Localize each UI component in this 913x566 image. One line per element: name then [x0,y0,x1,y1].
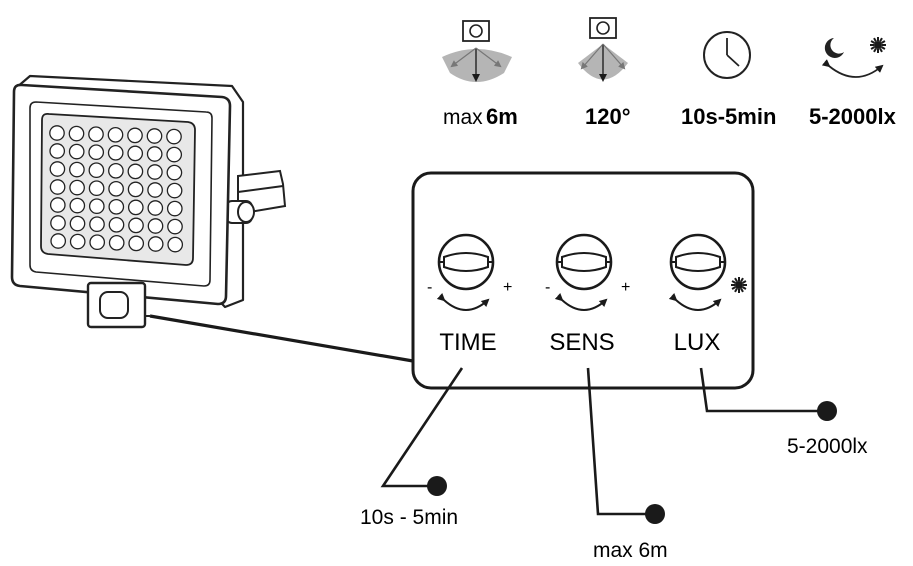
led [49,179,66,195]
led [49,143,66,159]
led [166,128,182,145]
led [166,164,183,181]
led [147,218,164,234]
led [88,144,105,161]
time-label: TIME [439,329,496,356]
led [167,236,184,253]
led [147,164,163,180]
time-minus-label: - [427,279,432,296]
led [127,199,144,216]
sens-knob[interactable] [554,233,613,311]
led [147,200,164,216]
day-night-icon [821,37,886,78]
led [68,125,85,142]
callout-sens-label: max 6m [593,539,668,562]
led [88,180,105,197]
led [107,126,124,143]
sun-icon [870,37,886,53]
spec-time-value: 10s-5min [681,104,776,129]
pir-sensor-box [86,281,150,329]
callout-sens: max 6m [586,367,668,562]
led [88,198,105,215]
led [69,215,86,232]
led [166,182,183,199]
pir-angle-icon [578,17,628,82]
spec-angle-value: 120° [585,104,631,129]
led [69,179,85,196]
led [50,215,66,231]
led [107,144,124,161]
led [108,216,125,233]
callout-lux-label: 5-2000lx [787,435,868,458]
led [167,218,183,235]
sens-plus-label: + [621,279,630,296]
led [50,233,67,249]
led [88,162,105,179]
led [128,217,144,234]
sens-minus-label: - [545,279,550,296]
led [127,163,144,180]
pir-range-icon [442,20,512,82]
led [89,234,106,251]
led [89,216,105,233]
spec-lux: 5-2000lx [809,37,897,129]
led [108,198,125,215]
led [49,197,66,213]
led [108,180,124,197]
led [127,145,144,162]
led [166,146,183,163]
led [127,127,143,144]
floodlight-illustration [10,74,414,363]
spec-angle: 120° [578,17,631,129]
led [146,146,163,162]
time-knob[interactable] [436,233,495,311]
sens-label: SENS [549,329,614,356]
led [147,182,163,198]
time-plus-label: + [503,279,512,296]
led [88,126,104,143]
led [147,236,164,252]
spec-range: max 6m [442,20,518,129]
led [108,162,124,179]
led [146,128,163,144]
spec-range-prefix: max [443,106,483,129]
led [127,181,144,198]
led [69,233,86,250]
led [49,125,65,141]
callout-lux: 5-2000lx [699,367,868,458]
connector-line [149,314,414,363]
led [128,235,145,252]
spec-lux-value: 5-2000lx [809,104,897,129]
sun-icon [731,277,747,293]
led [108,234,125,251]
spec-range-value: 6m [486,104,518,129]
led [49,161,66,177]
led [68,143,85,160]
led-grid [49,125,184,253]
lux-knob[interactable] [668,233,727,311]
callout-time: 10s - 5min [360,367,464,529]
led [166,200,183,217]
spec-time: 10s-5min [681,31,776,129]
clock-icon [703,31,751,79]
led [69,161,85,178]
led [69,197,86,214]
callout-time-label: 10s - 5min [360,506,458,529]
lux-label: LUX [674,329,721,356]
